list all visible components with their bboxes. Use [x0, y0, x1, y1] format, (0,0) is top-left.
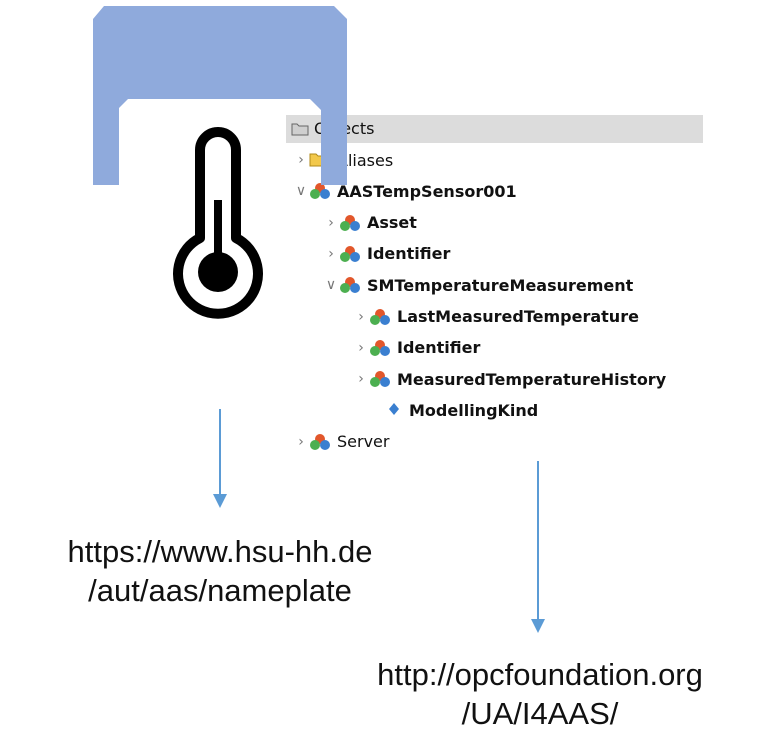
object-icon [339, 245, 361, 263]
chevron-right-icon[interactable]: › [328, 245, 334, 262]
opcfoundation-url: http://opcfoundation.org /UA/I4AAS/ [318, 655, 762, 733]
tree-item-history[interactable]: › MeasuredTemperatureHistory [353, 364, 666, 394]
variable-icon [387, 401, 403, 419]
object-icon [339, 276, 361, 294]
hsu-nameplate-url: https://www.hsu-hh.de /aut/aas/nameplate [20, 532, 420, 610]
tree-item-label: Asset [367, 213, 417, 233]
chevron-right-icon[interactable]: › [298, 152, 304, 168]
object-icon [339, 214, 361, 232]
hsu-url-line1: https://www.hsu-hh.de [67, 534, 373, 569]
opc-url-line1: http://opcfoundation.org [377, 657, 703, 692]
tree-item-identifier-1[interactable]: › Identifier [323, 239, 450, 269]
chevron-right-icon[interactable]: › [358, 371, 364, 388]
tree-item-server[interactable]: › Server [293, 427, 389, 457]
tree-item-label: AASTempSensor001 [337, 181, 517, 201]
tree-item-last-measured[interactable]: › LastMeasuredTemperature [353, 302, 639, 332]
tree-item-label: MeasuredTemperatureHistory [397, 369, 667, 389]
chevron-down-icon[interactable]: ∨ [325, 277, 337, 294]
hsu-url-line2: /aut/aas/nameplate [88, 573, 352, 608]
chevron-right-icon[interactable]: › [358, 339, 364, 356]
address-space-tree: Objects ›Aliases∨AASTempSensor001›Asset›… [283, 115, 703, 451]
tree-item-label: LastMeasuredTemperature [397, 307, 639, 326]
tree-item-asset[interactable]: › Asset [323, 208, 417, 238]
tree-item-aas[interactable]: ∨ AASTempSensor001 [293, 176, 517, 206]
object-icon [309, 182, 331, 200]
tree-item-submodel[interactable]: ∨ SMTemperatureMeasurement [323, 270, 633, 300]
object-icon [369, 370, 391, 388]
chevron-right-icon[interactable]: › [298, 433, 304, 450]
folder-icon [291, 121, 309, 140]
tree-item-label: SMTemperatureMeasurement [367, 275, 634, 295]
tree-item-label: Aliases [337, 150, 394, 170]
tree-item-label: Server [337, 432, 390, 452]
tree-item-modelling-kind[interactable]: ModellingKind [371, 395, 538, 425]
opc-url-line2: /UA/I4AAS/ [461, 696, 619, 731]
object-icon [369, 339, 391, 357]
chevron-right-icon[interactable]: › [328, 214, 334, 231]
object-icon [369, 308, 391, 326]
tree-item-label: ModellingKind [409, 400, 539, 420]
chevron-right-icon[interactable]: › [358, 308, 364, 325]
tree-item-label: Identifier [397, 338, 481, 358]
tree-item-identifier-2[interactable]: › Identifier [353, 333, 480, 363]
chevron-down-icon[interactable]: ∨ [295, 183, 307, 200]
tree-item-label: Identifier [367, 244, 451, 264]
object-icon [309, 433, 331, 451]
